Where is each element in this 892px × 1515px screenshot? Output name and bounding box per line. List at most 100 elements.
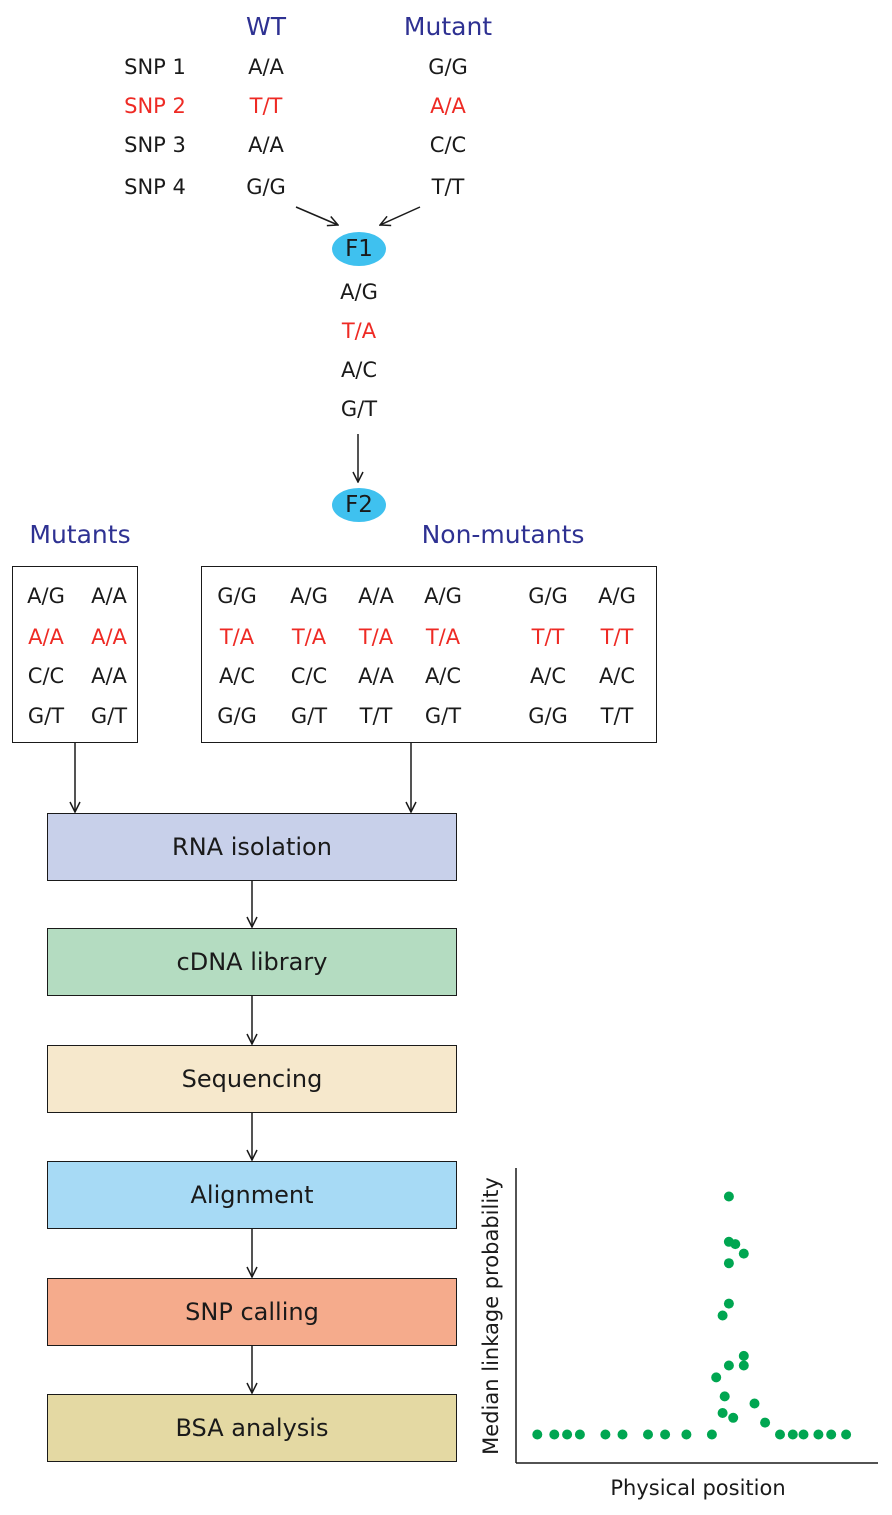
wt-genotype: A/A: [248, 55, 284, 79]
f1-label: F1: [345, 236, 373, 262]
snp-label: SNP 1: [124, 55, 186, 79]
data-point: [738, 1248, 749, 1259]
nonmutants-panel: [201, 566, 657, 743]
genotype-cell: A/G: [598, 584, 636, 608]
data-point: [549, 1429, 560, 1440]
step-label: RNA isolation: [172, 833, 332, 861]
genotype-cell: T/T: [359, 704, 393, 728]
snp-label: SNP 2: [124, 94, 186, 118]
genotype-cell: A/G: [290, 584, 328, 608]
mutant-genotype: T/T: [431, 175, 465, 199]
genotype-cell: G/G: [528, 704, 568, 728]
f1-genotype: A/C: [340, 358, 378, 382]
mutant-header: Mutant: [403, 12, 493, 41]
y-axis-label: Median linkage probability: [479, 1177, 503, 1455]
step-label: cDNA library: [176, 948, 328, 976]
data-point: [532, 1429, 543, 1440]
data-point: [719, 1391, 730, 1402]
data-point: [643, 1429, 653, 1440]
mutants-header: Mutants: [29, 520, 131, 549]
data-point: [711, 1372, 722, 1383]
step-label: BSA analysis: [175, 1414, 329, 1442]
data-point: [723, 1298, 734, 1309]
mutant-genotype: A/A: [430, 94, 466, 118]
genotype-cell: A/A: [91, 584, 127, 608]
genotype-cell: A/C: [598, 664, 636, 688]
data-point: [826, 1429, 837, 1440]
genotype-cell: T/T: [531, 625, 565, 649]
f2-ellipse: F2: [332, 488, 386, 522]
data-point: [730, 1239, 741, 1250]
genotype-cell: A/A: [358, 584, 394, 608]
genotype-cell: A/G: [424, 584, 462, 608]
f2-label: F2: [345, 492, 373, 518]
data-point: [681, 1429, 692, 1440]
genotype-cell: A/A: [28, 625, 64, 649]
wt-genotype: T/T: [249, 94, 283, 118]
f1-genotype: T/A: [341, 319, 377, 343]
genotype-cell: C/C: [27, 664, 65, 688]
genotype-cell: A/C: [218, 664, 256, 688]
step-label: SNP calling: [185, 1298, 319, 1326]
genotype-cell: A/A: [91, 664, 127, 688]
data-point: [813, 1429, 824, 1440]
genotype-cell: A/C: [424, 664, 462, 688]
mutant-genotype: C/C: [429, 133, 467, 157]
data-points: [532, 1191, 852, 1440]
genotype-cell: T/A: [425, 625, 461, 649]
genotype-cell: A/A: [358, 664, 394, 688]
data-point: [787, 1429, 798, 1440]
f1-genotype: A/G: [340, 280, 378, 304]
data-point: [600, 1429, 611, 1440]
x-axis-label: Physical position: [610, 1476, 785, 1500]
data-point: [706, 1429, 717, 1440]
arrow-mutant-to-f1: [380, 206, 421, 225]
step-sequencing: Sequencing: [47, 1045, 457, 1113]
genotype-cell: G/G: [217, 704, 257, 728]
data-point: [723, 1360, 734, 1371]
data-point: [760, 1417, 771, 1428]
genotype-cell: A/C: [529, 664, 567, 688]
genotype-cell: T/A: [219, 625, 255, 649]
data-point: [660, 1429, 671, 1440]
arrow-wt-to-f1: [295, 206, 338, 225]
data-point: [717, 1310, 728, 1321]
data-point: [798, 1429, 809, 1440]
f1-genotype: G/T: [340, 397, 378, 421]
data-point: [738, 1360, 749, 1371]
genotype-cell: T/T: [600, 625, 634, 649]
genotype-cell: C/C: [290, 664, 328, 688]
data-point: [841, 1429, 852, 1440]
f1-ellipse: F1: [332, 232, 386, 266]
step-label: Alignment: [190, 1181, 314, 1209]
snp-label: SNP 3: [124, 133, 186, 157]
snp-label: SNP 4: [124, 175, 186, 199]
step-bsa-analysis: BSA analysis: [47, 1394, 457, 1462]
genotype-cell: T/T: [600, 704, 634, 728]
step-rna-isolation: RNA isolation: [47, 813, 457, 881]
mutants-panel: [12, 566, 138, 743]
step-cdna-library: cDNA library: [47, 928, 457, 996]
step-snp-calling: SNP calling: [47, 1278, 457, 1346]
genotype-cell: G/T: [290, 704, 328, 728]
genotype-cell: T/A: [291, 625, 327, 649]
data-point: [749, 1398, 760, 1409]
wt-genotype: A/A: [248, 133, 284, 157]
genotype-cell: G/G: [528, 584, 568, 608]
data-point: [717, 1408, 728, 1418]
genotype-cell: A/G: [27, 584, 65, 608]
genotype-cell: G/T: [90, 704, 128, 728]
genotype-cell: T/A: [358, 625, 394, 649]
genotype-cell: G/T: [27, 704, 65, 728]
genotype-cell: A/A: [91, 625, 127, 649]
data-point: [617, 1429, 628, 1440]
data-point: [738, 1350, 749, 1361]
nonmutants-header: Non-mutants: [421, 520, 585, 549]
step-label: Sequencing: [181, 1065, 323, 1093]
data-point: [574, 1429, 585, 1440]
data-point: [723, 1258, 734, 1269]
wt-header: WT: [246, 12, 286, 41]
data-point: [723, 1191, 734, 1202]
